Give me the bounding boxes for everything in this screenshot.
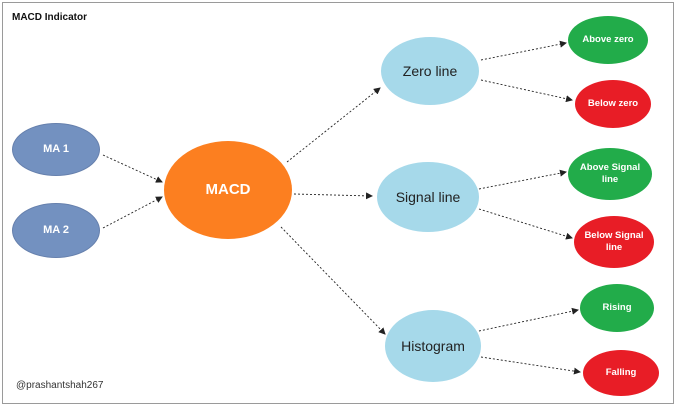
node-signal-line: Signal line [377, 162, 479, 232]
node-above-signal: Above Signal line [568, 148, 652, 200]
node-macd: MACD [164, 141, 292, 239]
diagram-frame [2, 2, 674, 404]
node-above-zero: Above zero [568, 16, 648, 64]
arrow-macd-to-zero-line [286, 87, 381, 163]
arrow-signal-to-below-signal [478, 208, 573, 240]
node-below-signal: Below Signal line [574, 216, 654, 268]
arrow-macd-to-histogram [280, 226, 386, 335]
arrow-zero-to-below-zero [480, 79, 573, 103]
arrow-ma1-to-macd [102, 154, 163, 183]
arrow-histogram-to-rising [478, 307, 579, 332]
node-ma1: MA 1 [12, 123, 100, 176]
author-credit: @prashantshah267 [16, 380, 104, 391]
arrow-ma2-to-macd [102, 196, 163, 229]
arrow-macd-to-signal-line [293, 192, 373, 200]
node-below-zero: Below zero [575, 80, 651, 128]
node-ma2: MA 2 [12, 203, 100, 258]
node-zero-line: Zero line [381, 37, 479, 105]
arrow-histogram-to-falling [480, 356, 581, 375]
node-rising: Rising [580, 284, 654, 332]
arrow-zero-to-above-zero [480, 40, 567, 61]
diagram-title: MACD Indicator [12, 12, 87, 23]
node-histogram: Histogram [385, 310, 481, 382]
arrow-signal-to-above-signal [478, 169, 567, 190]
node-falling: Falling [583, 350, 659, 396]
